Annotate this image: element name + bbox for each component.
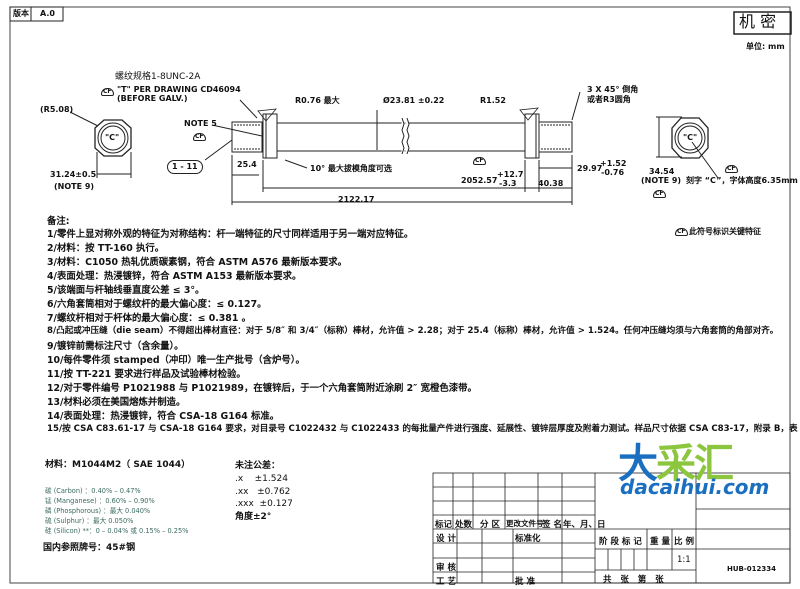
right-thread-tol-plus: +1.52 [600,159,627,168]
domestic-grade: 国内参照牌号：45#钢 [43,543,136,553]
composition-item: 硫 (Sulphur) ：最大 0.050% [45,517,134,525]
watermark-logo: 大采汇 [618,441,734,487]
note-item: 2/材料：按 TT-160 执行。 [47,243,165,254]
title-block-grid [432,472,791,584]
note-item: 10/每件零件须 stamped（冲印）唯一生产批号（含炉号）。 [47,355,305,366]
note-item: 11/按 TT-221 要求进行样品及试验棒材检验。 [47,369,246,380]
notes-title: 备注: [47,216,70,227]
cf-icon: CF [193,133,206,141]
right-hex-label: "C" [683,133,698,142]
drawing-number: HUB-012334 [727,565,777,573]
rod-side-view [204,91,581,205]
process-label: 工 艺 [436,577,456,587]
composition-item: 硅 (Silicon) **：0 – 0.04% 或 0.15% – 0.25% [45,527,189,535]
composition-item: 磷 (Phosphorous) ：最大 0.040% [45,507,151,515]
thread-ref: "T" PER DRAWING CD46094 [117,85,241,94]
note-item: 7/螺纹杆相对于杆体的最大偏心度：≤ 0.381 。 [47,313,251,324]
sheet-count: 共 张 第 张 [603,575,664,585]
scale-value: 1:1 [677,555,691,565]
unit-label: 单位: mm [746,42,785,51]
note-item: 13/材料必须在美国熔炼并制造。 [47,397,186,408]
note-item: 3/材料：C1050 热轧优质碳素钢，符合 ASTM A576 最新版本要求。 [47,257,348,268]
engrave-note: 刻字 “C”，字体高度6.35mm [686,176,798,185]
overall-length: 2122.17 [338,195,375,204]
note5-label: NOTE 5 [184,119,217,128]
cf-icon: CF [675,228,688,236]
fillet-right: R1.52 [480,96,506,105]
material-title: 材料：M1044M2（ SAE 1044） [45,460,191,470]
design-label: 设 计 [436,534,456,544]
note-item: 8/凸起或冲压缝（die seam）不得超出棒材直径：对于 5/8″ 和 3/4… [47,326,779,336]
note-item: 6/六角套筒相对于螺纹杆的最大偏心度：≤ 0.127。 [47,299,267,310]
stage-mark-label: 阶 段 标 记 [599,537,642,547]
thread-length: 25.4 [237,160,257,169]
rev-header: 更改文件号 [506,519,544,528]
classification-stamp: 机 密 [739,12,777,31]
weight-label: 重 量 [650,537,670,547]
diameter-dimension: Ø23.81 ±0.22 [383,96,445,105]
chamfer-spec: 3 X 45° 倒角 [587,85,639,94]
left-hex-note: (NOTE 9) [54,182,95,191]
left-hex-dimension: 31.24±0.5 [50,170,97,179]
standardize-label: 标准化 [515,534,541,544]
cf-legend: 此符号标识关键特征 [689,227,761,236]
left-hex-label: "C" [105,133,120,142]
item-balloon: 1 - 11 [167,160,203,174]
right-hex-note: (NOTE 9) [641,176,682,185]
review-label: 审 核 [436,563,456,573]
tolerance-title: 未注公差： [235,461,281,471]
rev-header: 处数 [455,520,473,530]
cf-icon: CF [653,190,666,198]
draft-angle: 10° 最大拔模角度可选 [310,164,392,173]
chamfer-alt: 或者R3圆角 [587,95,631,104]
left-hex-view [69,111,132,178]
note-item: 14/表面处理：热浸镀锌，符合 CSA-18 G164 标准。 [47,411,280,422]
tolerance-row: .x ±1.524 [235,474,288,484]
fillet-max: R0.76 最大 [295,96,340,105]
composition-item: 锰 (Manganese) ：0.60% – 0.90% [45,497,155,505]
shaft-tol-minus: -3.3 [499,179,517,188]
tolerance-row: .xxx ±0.127 [235,499,293,509]
right-hex-view [656,116,719,179]
version-value: A.0 [40,9,55,18]
thread-spec: 螺纹规格1-8UNC-2A [115,72,201,82]
cf-icon: CF [101,88,114,96]
cf-icon: CF [725,165,738,173]
end-length: 40.38 [538,179,564,188]
right-hex-dimension: 34.54 [649,167,675,176]
approve-label: 批 准 [515,577,535,587]
note-item: 1/零件上显对称外观的特征为对称结构：杆一端特征的尺寸同样适用于另一端对应特征。 [47,229,414,240]
rev-header: 签 名 [542,520,562,530]
version-label: 版本 [13,9,29,18]
left-hex-radius: (R5.08) [40,105,74,114]
tolerance-angle: 角度±2° [235,512,272,522]
note-item: 5/该端面与杆轴线垂直度公差 ≤ 3°。 [47,285,205,296]
rev-header: 分 区 [480,520,500,530]
rev-header: 年、月、日 [563,520,606,530]
right-thread-length: 29.97 [577,164,603,173]
watermark-url: dacaihui.com [620,475,770,499]
note-item: 15/按 CSA C83.61-17 与 CSA-18 G164 要求，对目录号… [47,424,800,434]
note-item: 9/镀锌前需标注尺寸（含余量）。 [47,341,184,352]
cf-icon: CF [473,157,486,165]
note-item: 12/对于零件编号 P1021988 与 P1021989，在镀锌后，于一个六角… [47,383,477,394]
note-item: 4/表面处理：热浸镀锌，符合 ASTM A153 最新版本要求。 [47,271,302,282]
rev-header: 标记 [435,520,453,530]
scale-label: 比 例 [674,537,694,547]
right-thread-tol-minus: -0.76 [601,168,625,177]
composition-item: 碳 (Carbon) ：0.40% – 0.47% [45,487,141,495]
shaft-tol-plus: +12.7 [497,170,524,179]
tolerance-row: .xx ±0.762 [235,487,291,497]
thread-ref-note: (BEFORE GALV.) [117,94,188,103]
shaft-length: 2052.57 [461,176,498,185]
